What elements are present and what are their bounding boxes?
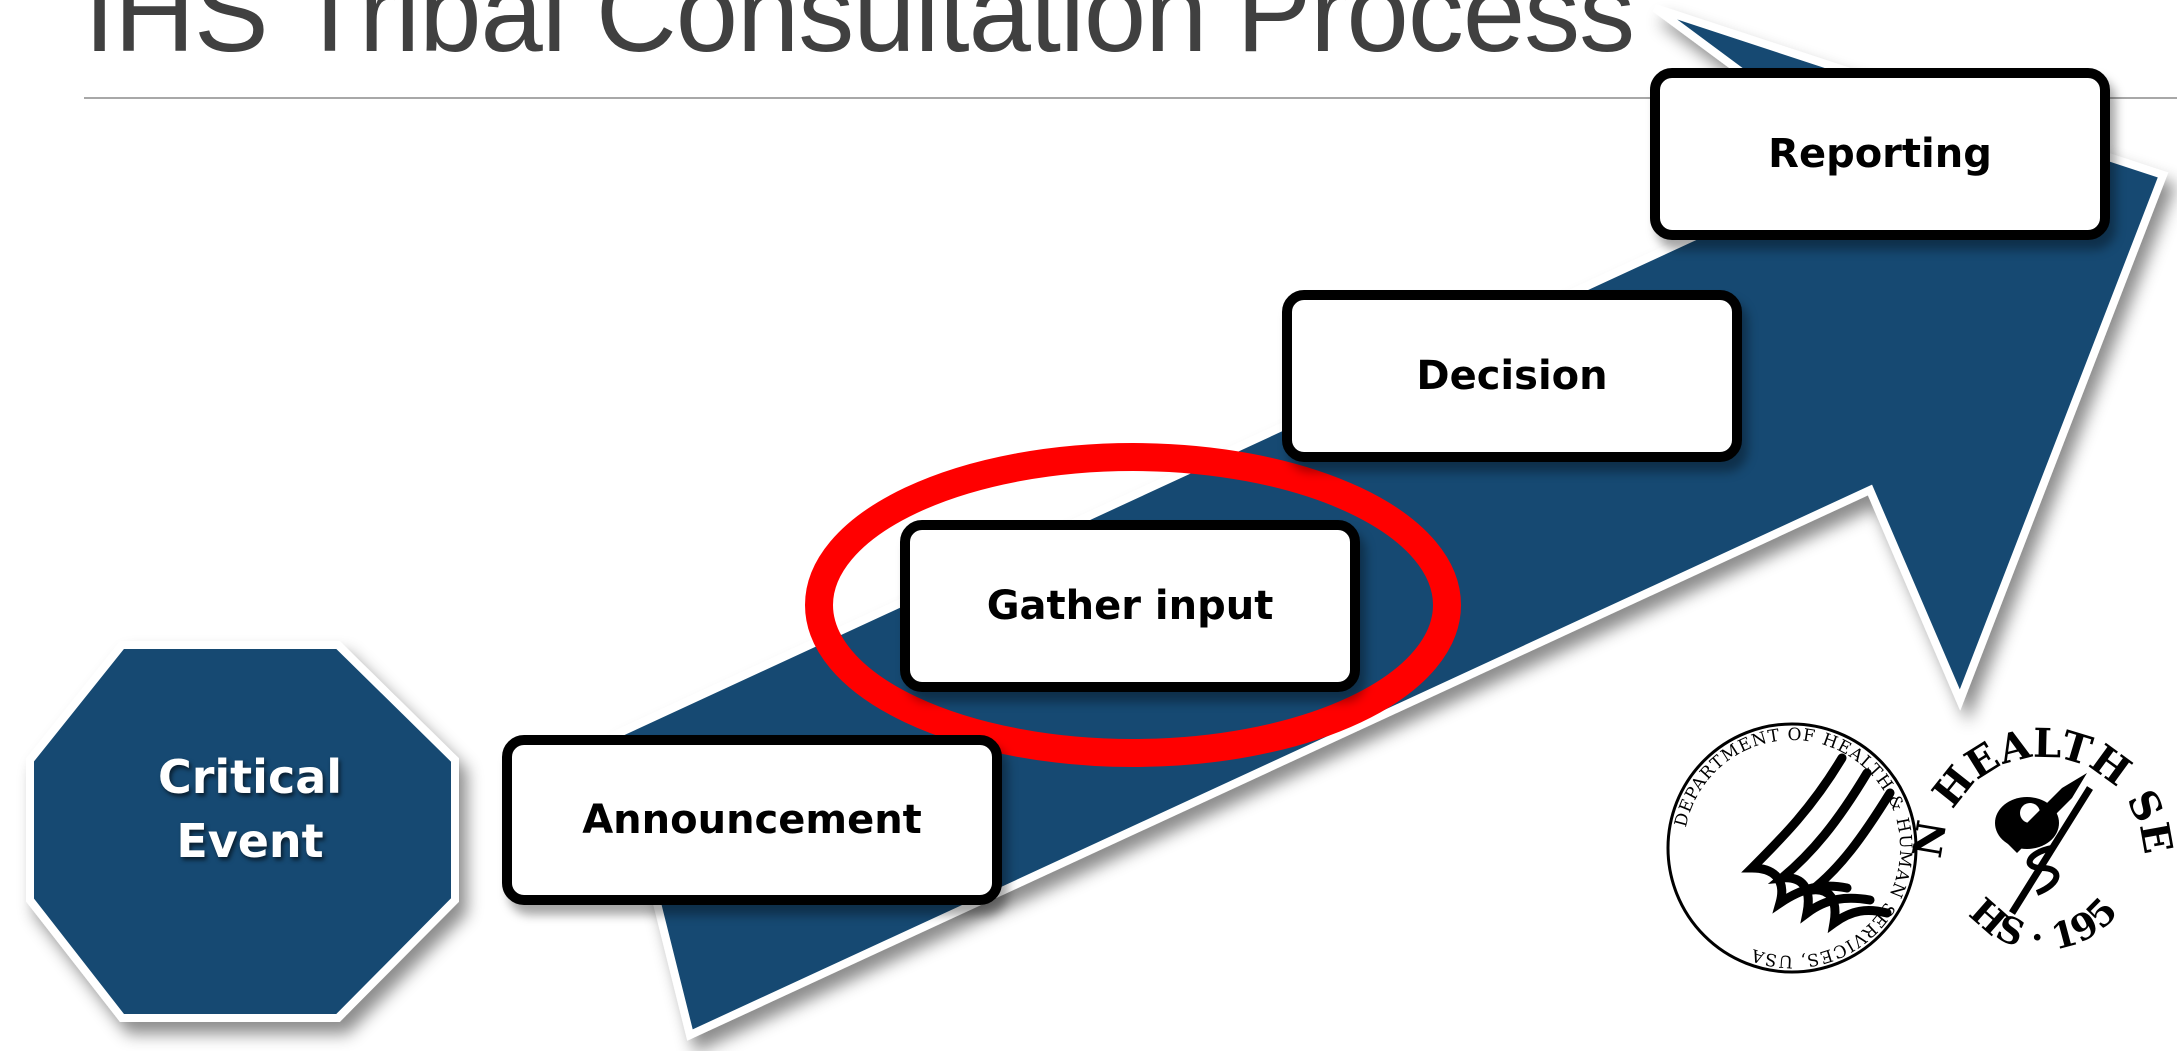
title-divider bbox=[84, 97, 2177, 99]
highlight-ellipse bbox=[805, 443, 1461, 767]
critical-event-label: Critical Event bbox=[30, 745, 470, 873]
slide-title: IHS Tribal Consultation Process bbox=[84, 0, 1635, 75]
step-announcement: Announcement bbox=[502, 735, 1002, 905]
critical-event-line1: Critical bbox=[157, 750, 343, 804]
step-reporting: Reporting bbox=[1650, 68, 2110, 240]
critical-event-octagon bbox=[26, 641, 459, 1022]
step-decision: Decision bbox=[1282, 290, 1742, 462]
svg-text:DEPARTMENT OF HEALTH & HUMAN S: DEPARTMENT OF HEALTH & HUMAN SERVICES, U… bbox=[1671, 725, 1915, 971]
hhs-seal-text: DEPARTMENT OF HEALTH & HUMAN SERVICES, U… bbox=[1671, 725, 1914, 971]
critical-event-line2: Event bbox=[176, 814, 324, 868]
ihs-seal-logo: INDIAN HEALTH SERVICE PHS · 1955 bbox=[1912, 718, 2174, 959]
step-gather-input: Gather input bbox=[900, 520, 1360, 692]
hhs-seal-logo: DEPARTMENT OF HEALTH & HUMAN SERVICES, U… bbox=[1666, 722, 1918, 974]
